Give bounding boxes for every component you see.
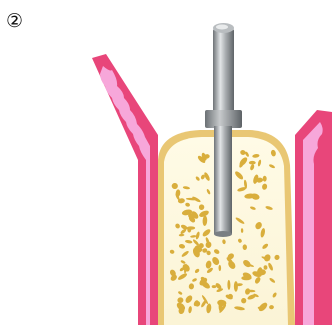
bone-speckle bbox=[249, 161, 256, 165]
step-number-label: ② bbox=[6, 10, 23, 32]
left-gingiva bbox=[92, 54, 158, 325]
bone-speckle bbox=[234, 281, 238, 292]
right-gingiva bbox=[295, 110, 332, 325]
